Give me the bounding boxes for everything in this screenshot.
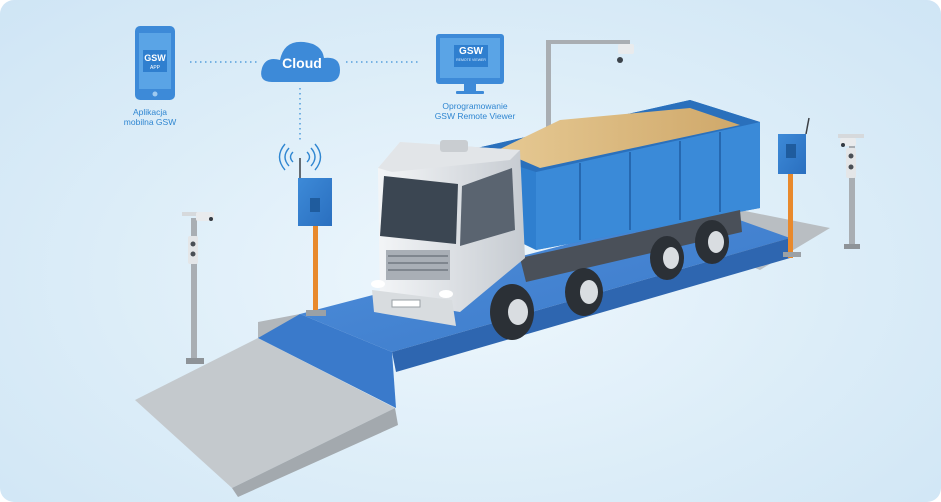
- phone-screen-subtitle: APP: [149, 65, 160, 71]
- terminal-post-left: [306, 222, 326, 316]
- dump-truck-icon: [371, 100, 760, 340]
- monitor-screen-subtitle: REMOTE VIEWER: [456, 58, 486, 62]
- mobile-app-caption: Aplikacja mobilna GSW: [123, 107, 177, 127]
- cloud-icon: [261, 41, 340, 82]
- remote-viewer-caption: Oprogramowanie GSW Remote Viewer: [434, 101, 516, 121]
- connection-lines: [190, 61, 418, 142]
- right-light-pole: [838, 134, 864, 249]
- terminal-post-right: [778, 117, 810, 258]
- phone-screen-title: GSW: [144, 53, 166, 63]
- cloud-label: Cloud: [282, 55, 322, 71]
- monitor-screen-title: GSW: [459, 46, 483, 57]
- cctv-camera-icon: [182, 212, 214, 221]
- phone-icon: [135, 26, 175, 100]
- camera-gantry: [546, 40, 634, 132]
- wifi-signal-icon: [278, 143, 322, 171]
- monitor-icon: [436, 34, 504, 94]
- traffic-light-icon: [186, 218, 204, 364]
- terminal-box-icon: [298, 158, 332, 226]
